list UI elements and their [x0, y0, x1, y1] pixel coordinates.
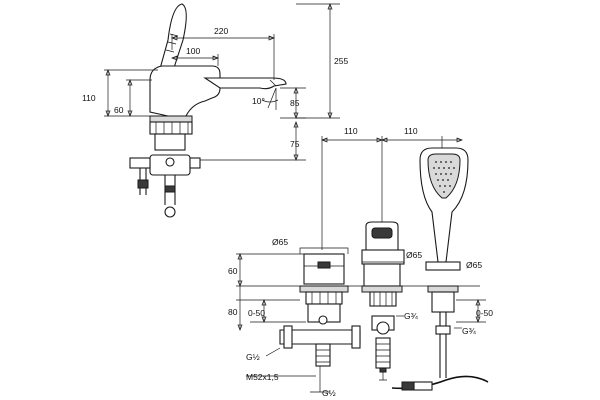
dia65-c: Ø65 — [466, 260, 482, 270]
spout-outlet — [269, 79, 277, 87]
left-connector — [129, 157, 151, 169]
diverter-thread — [375, 337, 391, 369]
dim-110-top-b: 110 — [404, 126, 418, 136]
hose-ring — [164, 206, 176, 218]
m52: M52x1,5 — [246, 372, 279, 382]
mixer-unit — [279, 253, 361, 367]
installation-dimensions: Ø65 Ø65 Ø65 60 80 0-50 0-50 G¾ G¾ G½ M52… — [228, 237, 493, 398]
center-distances: 110 110 — [321, 126, 463, 250]
dim-0-50-b: 0-50 — [476, 308, 493, 318]
right-connector — [189, 157, 201, 169]
dia65-b: Ø65 — [406, 250, 422, 260]
dim-255: 255 — [334, 56, 348, 66]
dim-80: 80 — [228, 307, 238, 317]
dim-line-0-50-b — [456, 299, 486, 323]
shower-holder — [425, 261, 461, 271]
g12-a: G½ — [246, 352, 260, 362]
g12-b: G½ — [322, 388, 336, 398]
dim-75: 75 — [290, 139, 300, 149]
mixer-rosette — [299, 285, 349, 293]
spout-side-view: 220 100 255 110 60 85 75 10° — [82, 3, 348, 218]
dim-110-top-a: 110 — [344, 126, 358, 136]
shower-hose — [439, 312, 447, 378]
mixer-thread — [315, 343, 331, 367]
spout-body — [149, 65, 221, 117]
spray-nozzles — [433, 161, 455, 193]
dim-0-50-a: 0-50 — [248, 308, 265, 318]
g34-b: G¾ — [462, 326, 477, 336]
angle-10: 10° — [252, 96, 265, 106]
dia65-a: Ø65 — [272, 237, 288, 247]
dim-line-100 — [172, 54, 219, 66]
rosette — [149, 115, 193, 123]
dim-85: 85 — [290, 98, 300, 108]
dim-60-right: 60 — [228, 266, 238, 276]
dim-line-220 — [171, 34, 275, 80]
dim-line-75 — [200, 122, 306, 161]
dim-60-left: 60 — [114, 105, 124, 115]
g34-a: G¾ — [404, 311, 419, 321]
diverter-unit — [361, 221, 405, 369]
spray-face — [427, 153, 461, 199]
angle-marker — [261, 87, 279, 110]
dim-220: 220 — [214, 26, 228, 36]
dim-110-left: 110 — [82, 93, 96, 103]
dim-100: 100 — [186, 46, 200, 56]
spout-arm — [203, 77, 287, 90]
hand-shower-front — [391, 147, 489, 391]
valve-body — [154, 133, 186, 151]
mixer-handle — [303, 253, 345, 285]
